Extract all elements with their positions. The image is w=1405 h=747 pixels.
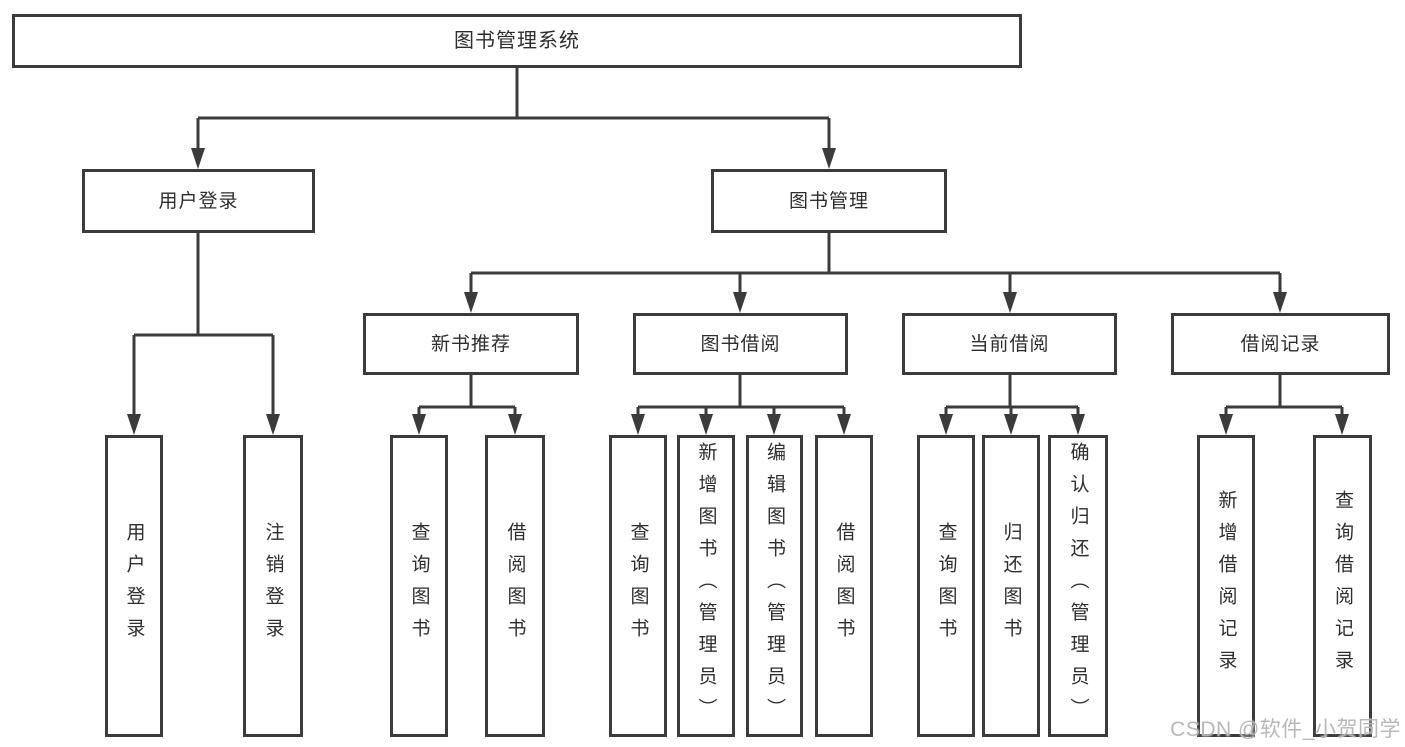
node-user-login: 用户登录	[82, 169, 315, 233]
node-book-borrow: 图书借阅	[633, 313, 848, 375]
leaf-return-books: 归还图书	[982, 435, 1040, 737]
node-book-management: 图书管理	[711, 169, 947, 233]
leaf-edit-books-admin: 编辑图书（管理员）	[746, 435, 803, 737]
leaf-confirm-return-admin: 确认归还（管理员）	[1048, 435, 1108, 737]
leaf-query-books: 查询图书	[390, 435, 448, 737]
node-current-borrow: 当前借阅	[902, 313, 1117, 375]
leaf-borrow-books: 借阅图书	[815, 435, 873, 737]
node-library-management-system: 图书管理系统	[12, 14, 1022, 68]
node-new-book-recommend: 新书推荐	[363, 313, 579, 375]
leaf-query-books: 查询图书	[917, 435, 975, 737]
leaf-add-books-admin: 新增图书（管理员）	[677, 435, 735, 737]
leaf-query-books: 查询图书	[609, 435, 667, 737]
leaf-logout: 注销登录	[243, 435, 303, 737]
leaf-add-borrow-record: 新增借阅记录	[1197, 435, 1255, 737]
node-borrow-records: 借阅记录	[1171, 313, 1390, 375]
leaf-user-login: 用户登录	[105, 435, 163, 737]
watermark: CSDN @软件_小贺同学	[1170, 718, 1401, 741]
leaf-query-borrow-record: 查询借阅记录	[1313, 435, 1372, 737]
leaf-borrow-books: 借阅图书	[485, 435, 545, 737]
